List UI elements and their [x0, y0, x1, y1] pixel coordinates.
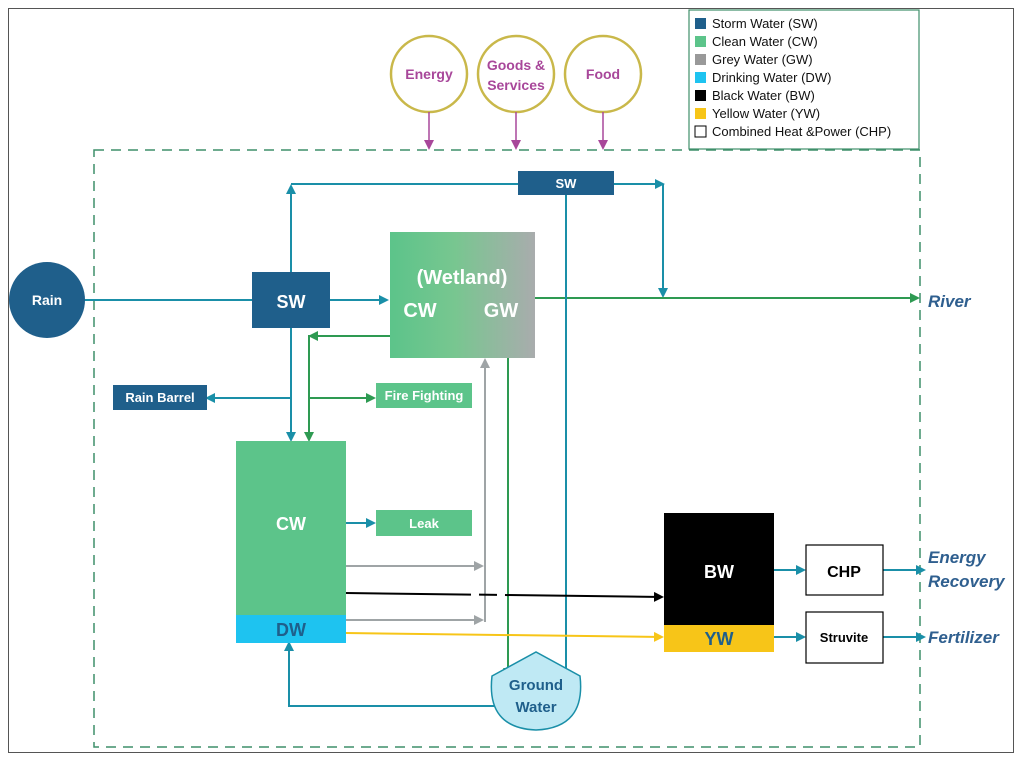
rain-barrel-label: Rain Barrel	[125, 390, 194, 405]
groundwater-label-2: Water	[515, 699, 556, 716]
fire-fighting-box: Fire Fighting	[376, 383, 472, 408]
input-food-label: Food	[586, 66, 620, 82]
legend-label-bw: Black Water (BW)	[712, 88, 815, 103]
dw-label: DW	[276, 620, 306, 640]
sw-main-label: SW	[277, 292, 306, 312]
input-goods-services: Goods & Services	[476, 34, 556, 114]
sw-top-label: SW	[556, 176, 578, 191]
chp-label: CHP	[827, 564, 861, 581]
groundwater-node: Ground Water	[490, 651, 582, 731]
struvite-box: Struvite	[805, 611, 884, 664]
input-goods-label-1: Goods &	[487, 57, 545, 73]
output-energy-recovery-1: Energy	[928, 548, 987, 567]
groundwater-label-1: Ground	[509, 677, 563, 694]
wetland-cw-label: CW	[403, 300, 436, 322]
output-river: River	[928, 292, 972, 311]
yw-label: YW	[705, 629, 734, 649]
chp-box: CHP	[805, 544, 884, 596]
input-food: Food	[563, 34, 643, 114]
output-energy-recovery-2: Recovery	[928, 572, 1006, 591]
flow-black-water	[345, 591, 664, 602]
fire-fighting-label: Fire Fighting	[385, 388, 464, 403]
bw-label: BW	[704, 562, 734, 582]
wetland-title: (Wetland)	[417, 267, 508, 289]
legend-swatch-bw	[695, 90, 706, 101]
legend-swatch-yw	[695, 108, 706, 119]
rain-node: Rain	[9, 262, 85, 338]
input-energy-label: Energy	[405, 66, 453, 82]
leak-box: Leak	[376, 510, 472, 536]
input-goods-label-2: Services	[487, 77, 545, 93]
sw-main-box: SW	[252, 272, 330, 328]
legend: Storm Water (SW) Clean Water (CW) Grey W…	[688, 9, 920, 150]
legend-swatch-cw	[695, 36, 706, 47]
rain-label: Rain	[32, 292, 62, 308]
figure-frame	[8, 8, 1014, 753]
legend-swatch-sw	[695, 18, 706, 29]
legend-label-dw: Drinking Water (DW)	[712, 70, 831, 85]
sw-top-box: SW	[518, 171, 614, 195]
yw-box: YW	[664, 625, 774, 652]
legend-swatch-dw	[695, 72, 706, 83]
legend-swatch-chp	[694, 125, 707, 138]
struvite-label: Struvite	[820, 630, 868, 645]
legend-label-cw: Clean Water (CW)	[712, 34, 818, 49]
leak-label: Leak	[409, 516, 439, 531]
wetland-box: (Wetland) CW GW	[390, 232, 535, 358]
system-boundary	[93, 149, 921, 748]
input-energy: Energy	[389, 34, 469, 114]
legend-label-chp: Combined Heat &Power (CHP)	[712, 124, 891, 139]
legend-label-yw: Yellow Water (YW)	[712, 106, 820, 121]
flow-groundwater-to-dw	[284, 641, 500, 707]
legend-label-gw: Grey Water (GW)	[712, 52, 813, 67]
bw-box: BW	[664, 513, 774, 625]
cw-box: CW	[236, 441, 346, 615]
cw-label: CW	[276, 514, 306, 534]
wetland-gw-label: GW	[484, 300, 519, 322]
dw-box: DW	[236, 615, 346, 643]
output-fertilizer: Fertilizer	[928, 628, 1000, 647]
rain-barrel-box: Rain Barrel	[113, 385, 207, 410]
flow-yellow-water	[345, 631, 664, 642]
legend-label-sw: Storm Water (SW)	[712, 16, 818, 31]
legend-swatch-gw	[695, 54, 706, 65]
